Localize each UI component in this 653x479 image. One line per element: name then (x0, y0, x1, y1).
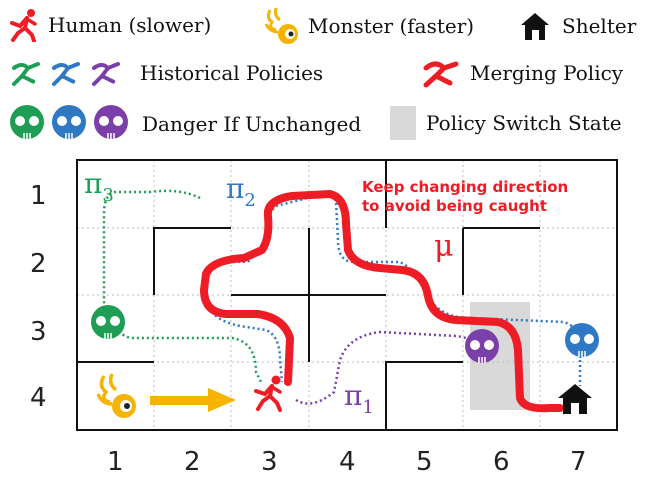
legend-switch-state-label: Policy Switch State (426, 111, 622, 135)
col-label-7: 7 (570, 447, 587, 477)
legend-danger-label: Danger If Unchanged (142, 112, 362, 136)
pi1-symbol: π (344, 379, 362, 412)
merging-policy-path (200, 190, 564, 413)
policy-runner-icon (92, 62, 120, 86)
pi2-subscript: 2 (244, 190, 255, 211)
monster-icon (264, 7, 298, 44)
row-label-3: 3 (30, 317, 47, 347)
pi2-symbol: π (226, 172, 244, 205)
skull-icon (52, 105, 86, 139)
pi3-symbol: π (84, 167, 102, 200)
running-person-icon (254, 375, 282, 412)
legend-merging: Merging Policy (420, 58, 623, 88)
skull-icon (91, 305, 125, 339)
grid-border (76, 159, 618, 431)
annotation-line1: Keep changing direction (362, 178, 568, 196)
policy-path-pi3 (102, 189, 264, 385)
legend-merging-label: Merging Policy (470, 61, 624, 85)
pi3-subscript: 3 (102, 185, 113, 206)
skull-icon (94, 105, 128, 139)
legend-human-label: Human (slower) (48, 13, 212, 37)
legend-monster: Monster (faster) (262, 6, 474, 46)
skull-icon (465, 329, 499, 363)
switch-state-swatch (390, 106, 416, 140)
pi1-subscript: 1 (362, 397, 373, 418)
house-icon (521, 13, 549, 40)
legend-switch-state: Policy Switch State (390, 106, 622, 140)
skull-icon (565, 323, 599, 357)
legend-shelter-label: Shelter (562, 14, 637, 38)
monster-icon (96, 373, 136, 418)
col-label-3: 3 (261, 447, 278, 477)
skull-icon (10, 105, 44, 139)
mu-label: μ (434, 229, 454, 264)
col-label-1: 1 (107, 447, 124, 477)
col-label-6: 6 (493, 447, 510, 477)
pi3-label: π3 (84, 167, 114, 206)
running-person-icon (10, 9, 37, 42)
policy-path-pi1 (295, 330, 485, 405)
annotation-line2: to avoid being caught (362, 197, 547, 215)
legend-human: Human (slower) (8, 8, 211, 42)
legend-monster-label: Monster (faster) (308, 14, 475, 38)
policy-runner-icon (12, 62, 40, 86)
row-label-2: 2 (30, 249, 47, 279)
row-label-4: 4 (30, 383, 47, 413)
pi1-label: π1 (344, 379, 374, 418)
col-label-2: 2 (184, 447, 201, 477)
historical-policies-icons (12, 62, 120, 86)
danger-skulls (10, 105, 128, 139)
legend-historical-label: Historical Policies (140, 61, 324, 85)
policy-runner-icon (423, 61, 459, 88)
walls (77, 160, 540, 430)
monster-direction-arrow (150, 388, 236, 412)
legend-historical: Historical Policies (8, 58, 323, 88)
row-label-1: 1 (30, 181, 47, 211)
house-icon (558, 384, 592, 414)
legend-shelter: Shelter (518, 10, 636, 42)
col-label-4: 4 (339, 447, 356, 477)
legend-danger: Danger If Unchanged (8, 104, 361, 144)
policy-runner-icon (52, 62, 80, 86)
pi2-label: π2 (226, 172, 256, 211)
col-label-5: 5 (416, 447, 433, 477)
